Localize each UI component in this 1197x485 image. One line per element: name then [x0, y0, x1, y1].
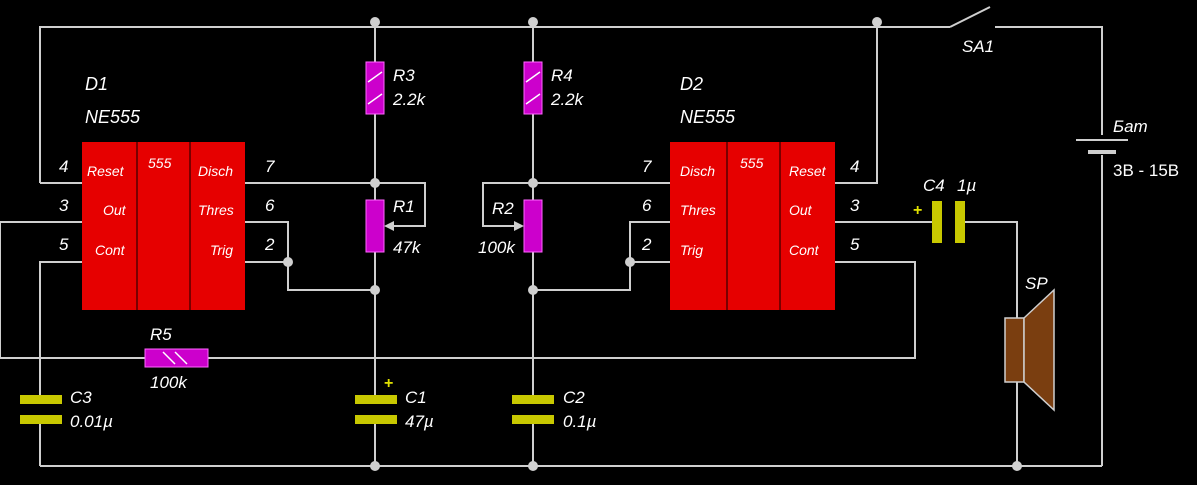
- c3-value: 0.01µ: [70, 412, 113, 431]
- c1-value: 47µ: [405, 412, 434, 431]
- c3-name: C3: [70, 388, 92, 407]
- d2-name: D2: [680, 74, 703, 94]
- switch-sa1: SA1: [949, 6, 994, 56]
- d2-pin-3: 3: [850, 196, 860, 215]
- d1-pin-2: 2: [264, 235, 275, 254]
- d2-label-reset: Reset: [789, 163, 827, 179]
- c2-name: C2: [563, 388, 585, 407]
- resistor-r5: R5 100k: [144, 325, 209, 392]
- junctions: [283, 17, 1022, 471]
- r2-name: R2: [492, 199, 514, 218]
- r5-name: R5: [150, 325, 172, 344]
- resistor-r3: R3 2.2k: [365, 61, 427, 115]
- battery: Бат 3В - 15В: [1076, 117, 1179, 180]
- c4-name: C4: [923, 176, 945, 195]
- d1-label-out: Out: [103, 202, 127, 218]
- d1-pin-6: 6: [265, 196, 275, 215]
- d1-label-reset: Reset: [87, 163, 125, 179]
- d1-label-cont: Cont: [95, 242, 126, 258]
- d1-label-thres: Thres: [198, 202, 234, 218]
- d2-pin-5: 5: [850, 235, 860, 254]
- d1-label-trig: Trig: [210, 242, 233, 258]
- potentiometer-r2: R2 100k: [478, 199, 543, 257]
- chip-d1: D1 NE555 555 Reset Out Cont Disch Thres …: [59, 74, 275, 310]
- capacitor-c4: + C4 1µ: [913, 176, 976, 243]
- d2-center: 555: [740, 155, 764, 171]
- d2-pin-6: 6: [642, 196, 652, 215]
- d1-pin-3: 3: [59, 196, 69, 215]
- d1-part: NE555: [85, 107, 141, 127]
- chip-d2: D2 NE555 555 Disch Thres Trig Reset Out …: [641, 74, 860, 310]
- d2-pin-4: 4: [850, 157, 859, 176]
- battery-label: Бат: [1113, 117, 1148, 136]
- d2-label-out: Out: [789, 202, 813, 218]
- speaker-sp: SP: [1004, 274, 1055, 412]
- d2-label-trig: Trig: [680, 242, 703, 258]
- r1-value: 47k: [393, 238, 422, 257]
- sa1-label: SA1: [962, 37, 994, 56]
- speaker-label: SP: [1025, 274, 1048, 293]
- c1-name: C1: [405, 388, 427, 407]
- d2-label-thres: Thres: [680, 202, 716, 218]
- capacitor-c3: C3 0.01µ: [20, 388, 113, 431]
- d2-label-disch: Disch: [680, 163, 715, 179]
- d1-pin-5: 5: [59, 235, 69, 254]
- capacitor-c1: + C1 47µ: [355, 375, 434, 431]
- d1-pin-4: 4: [59, 157, 68, 176]
- d1-name: D1: [85, 74, 108, 94]
- r3-value: 2.2k: [392, 90, 427, 109]
- d2-part: NE555: [680, 107, 736, 127]
- d1-center: 555: [148, 155, 172, 171]
- d2-label-cont: Cont: [789, 242, 820, 258]
- capacitor-c2: C2 0.1µ: [512, 388, 597, 431]
- c4-value: 1µ: [957, 176, 976, 195]
- wires: [0, 26, 1103, 467]
- c4-polarity: +: [913, 202, 922, 219]
- r1-name: R1: [393, 197, 415, 216]
- d2-pin-7: 7: [642, 157, 652, 176]
- c1-polarity: +: [384, 375, 393, 392]
- battery-voltage: 3В - 15В: [1113, 161, 1179, 180]
- c2-value: 0.1µ: [563, 412, 597, 431]
- potentiometer-r1: R1 47k: [365, 197, 422, 257]
- r2-value: 100k: [478, 238, 516, 257]
- r4-name: R4: [551, 66, 573, 85]
- r4-value: 2.2k: [550, 90, 585, 109]
- d1-label-disch: Disch: [198, 163, 233, 179]
- r5-value: 100k: [150, 373, 188, 392]
- r3-name: R3: [393, 66, 415, 85]
- d1-pin-7: 7: [265, 157, 275, 176]
- resistor-r4: R4 2.2k: [523, 61, 585, 115]
- d2-pin-2: 2: [641, 235, 652, 254]
